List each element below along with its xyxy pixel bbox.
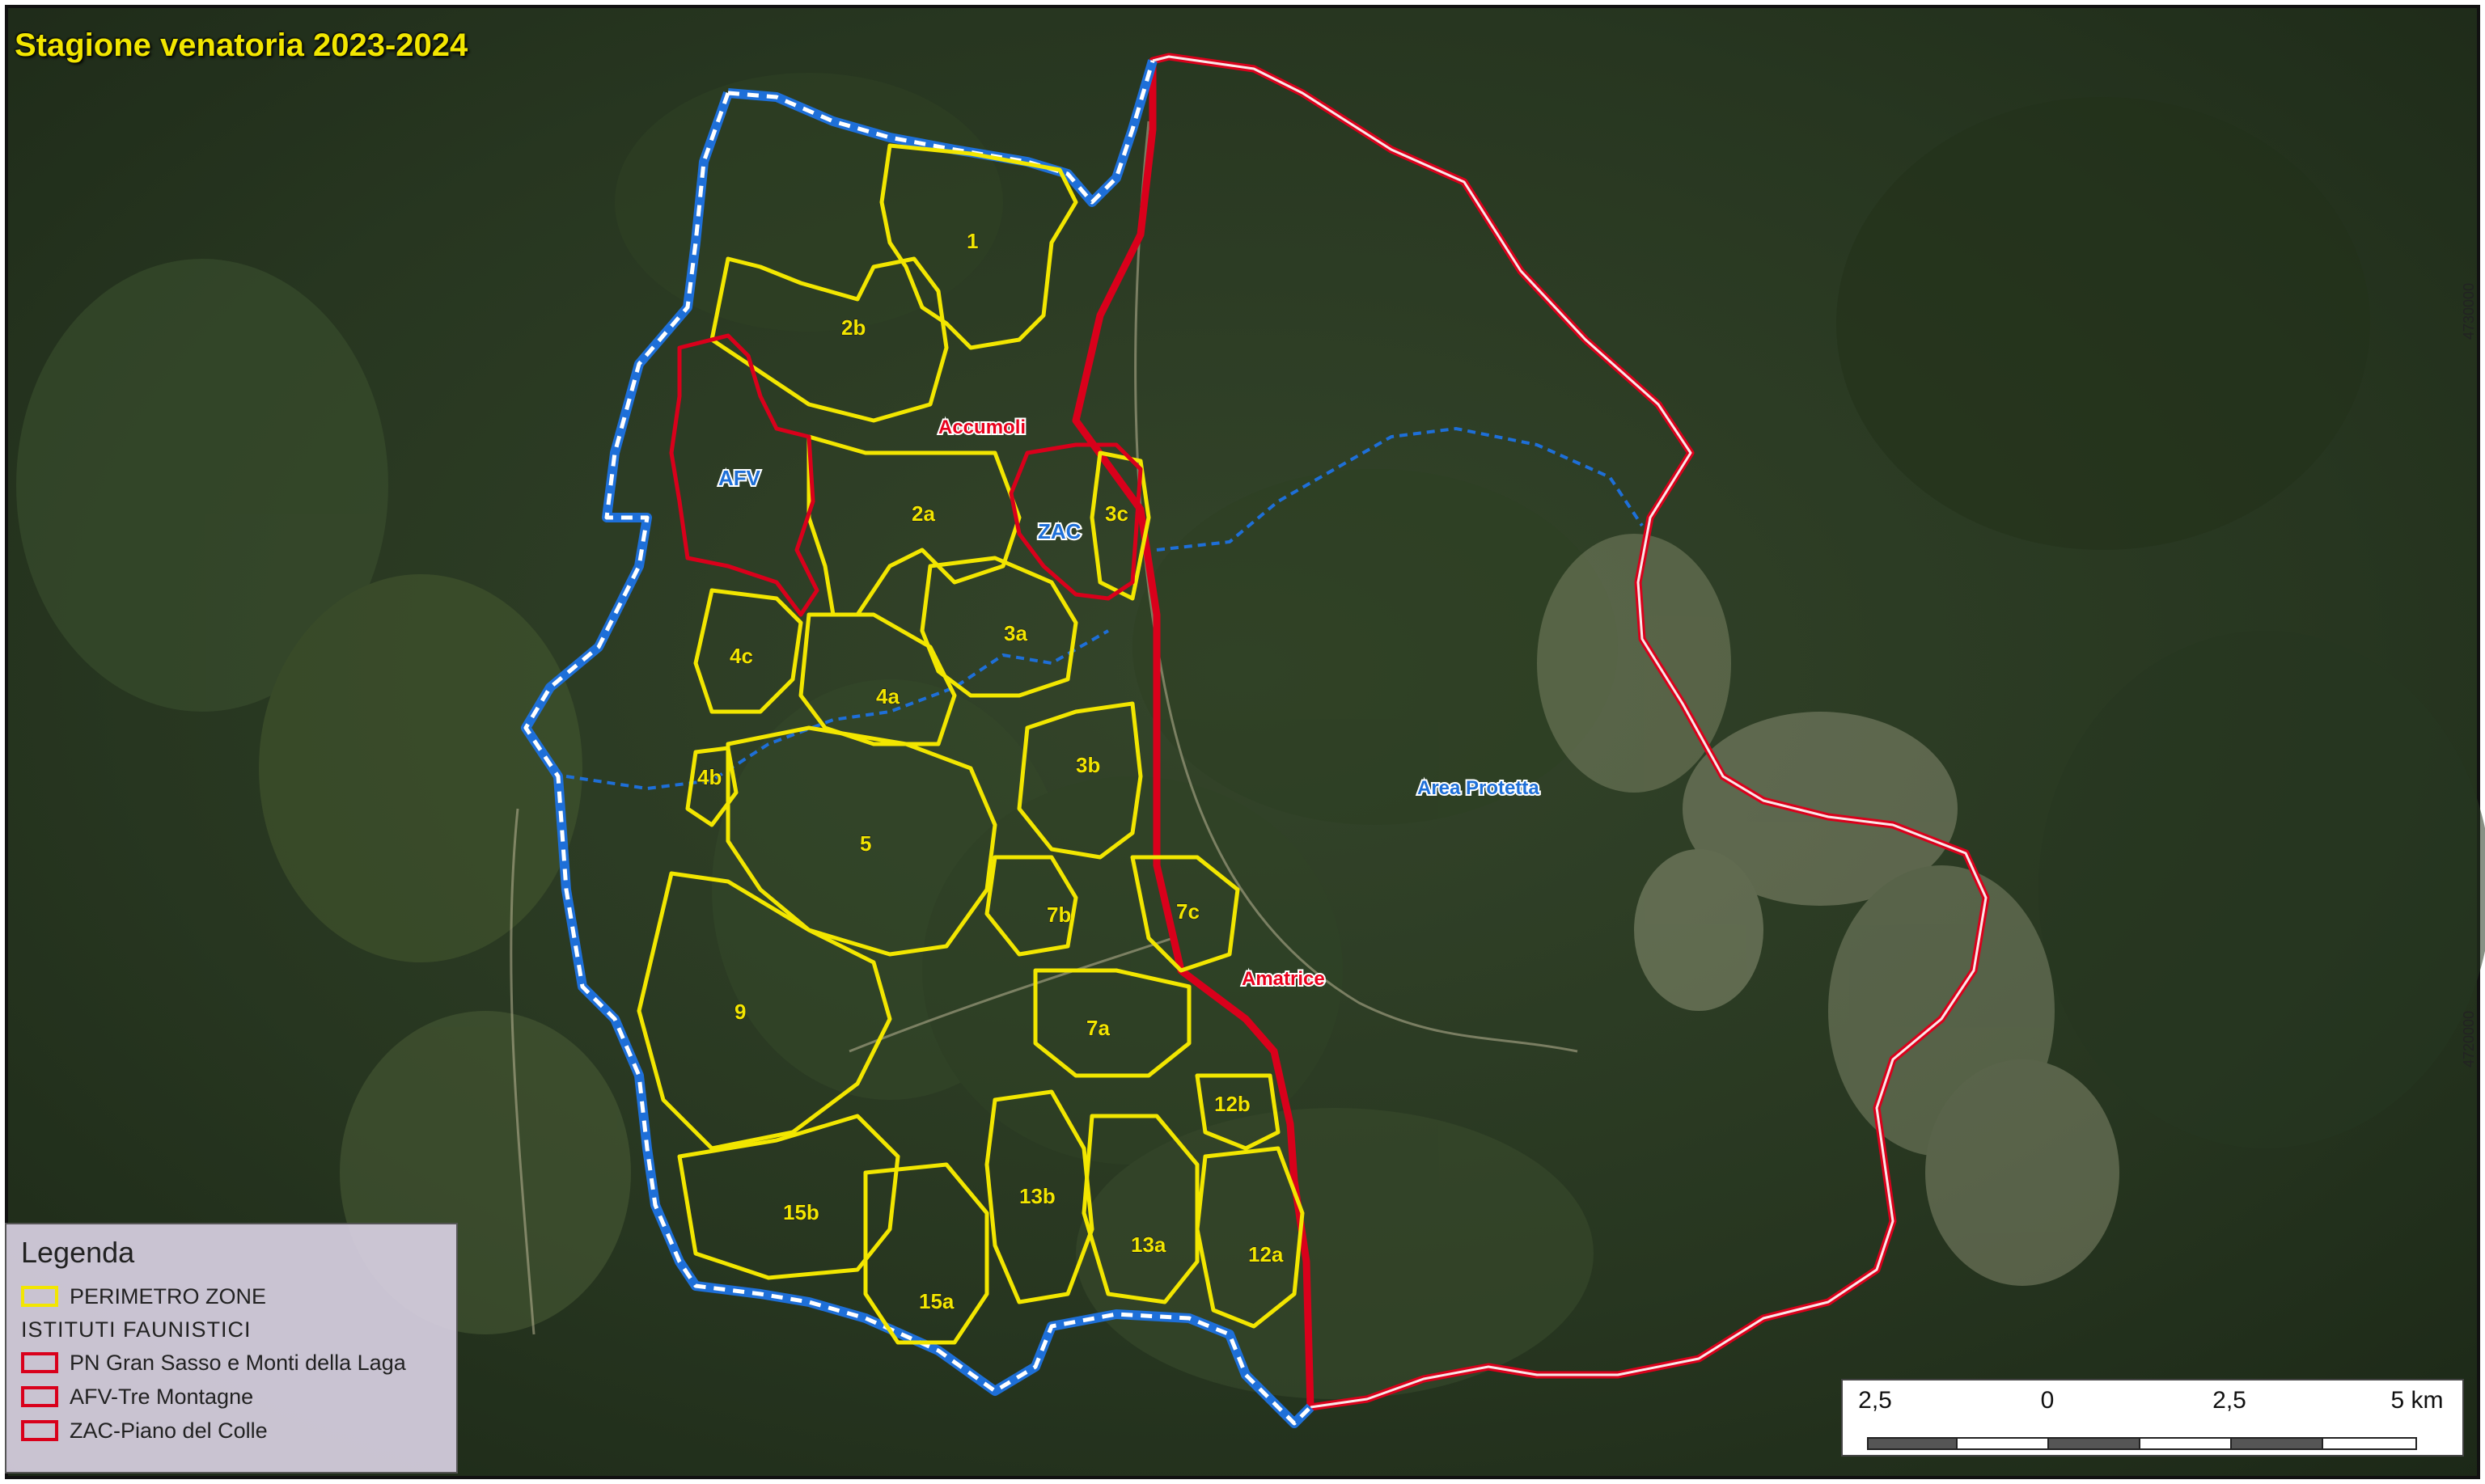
mountain-terrain [1537, 534, 2119, 1286]
legend-label: PN Gran Sasso e Monti della Laga [70, 1350, 406, 1375]
zone-15b-perimeter [677, 1114, 900, 1280]
scale-bar: 2,5 0 2,5 5 km [1841, 1379, 2464, 1457]
amatrice-label: Amatrice [1242, 968, 1325, 990]
zone-7c-perimeter [1130, 855, 1240, 973]
zone-13b-perimeter [984, 1089, 1094, 1304]
zone-1-perimeter [879, 143, 1078, 350]
zone-4b-perimeter [685, 746, 739, 827]
zone-label: 15b [783, 1200, 819, 1224]
scale-segment [2139, 1437, 2232, 1450]
zone-12b-perimeter [1195, 1073, 1281, 1151]
legend-item-zone-perimeter: PERIMETRO ZONE [21, 1279, 442, 1313]
red-swatch-icon [21, 1352, 58, 1373]
zone-4a-perimeter [798, 612, 957, 746]
zone-5-perimeter [726, 725, 997, 957]
legend-label: ZAC-Piano del Colle [70, 1418, 268, 1443]
map-title: Stagione venatoria 2023-2024 [15, 27, 468, 63]
park-boundary-inner [1152, 55, 1988, 1409]
zone-2b-perimeter [709, 256, 949, 423]
zone-label: 4c [730, 644, 753, 668]
protected-area-line-west [565, 629, 1109, 791]
zone-label: 3b [1076, 753, 1100, 777]
zone-label: 2a [912, 501, 935, 526]
legend-title: Legenda [21, 1236, 135, 1269]
legend-heading: ISTITUTI FAUNISTICI [21, 1317, 252, 1342]
zone-7b-perimeter [984, 855, 1078, 957]
legend-item-park: PN Gran Sasso e Monti della Laga [21, 1346, 442, 1380]
scale-tick-label: 0 [2040, 1387, 2055, 1414]
zone-label: 3a [1004, 621, 1027, 645]
zac-label: ZAC [1038, 519, 1082, 543]
zone-label: 4b [697, 765, 722, 789]
zone-label: 3c [1105, 501, 1128, 526]
zone-label: 9 [734, 1000, 746, 1024]
yellow-swatch-icon [21, 1286, 58, 1307]
accumoli-label: Accumoli [938, 416, 1026, 438]
legend-item-zac: ZAC-Piano del Colle [21, 1414, 442, 1448]
zone-label: 1 [967, 229, 978, 253]
scale-segment [1867, 1437, 1958, 1450]
legend-label: AFV-Tre Montagne [70, 1384, 254, 1409]
afv-boundary [669, 333, 819, 617]
roads [510, 120, 1578, 1335]
zac-boundary [1009, 442, 1143, 601]
zone-15a-perimeter [863, 1162, 989, 1345]
coordinate-label: 4720000 [2461, 1011, 2477, 1068]
scale-segment [1956, 1437, 2049, 1450]
scale-segment [2047, 1437, 2140, 1450]
zone-label: 7a [1086, 1016, 1110, 1040]
scale-segment [2230, 1437, 2323, 1450]
zone-9-perimeter [637, 871, 892, 1151]
red-swatch-icon [21, 1420, 58, 1441]
legend-item-afv: AFV-Tre Montagne [21, 1380, 442, 1414]
zone-label: 15a [919, 1289, 955, 1313]
scale-tick-label: 2,5 [1858, 1387, 1892, 1414]
zone-label: 7c [1176, 899, 1200, 924]
zone-label: 4a [876, 684, 900, 708]
scale-segment [2322, 1437, 2417, 1450]
afv-label: AFV [718, 466, 761, 490]
zone-4c-perimeter [693, 588, 803, 714]
scale-tick-label: 5 km [2390, 1387, 2444, 1414]
legend-panel: Legenda PERIMETRO ZONE ISTITUTI FAUNISTI… [5, 1223, 458, 1473]
area-protetta-label: Area Protetta [1417, 777, 1539, 799]
zone-label: 7b [1047, 903, 1071, 927]
map-frame [5, 5, 2480, 1479]
zone-13a-perimeter [1082, 1114, 1200, 1304]
zone-label: 12a [1248, 1242, 1284, 1266]
scale-tick-label: 2,5 [2212, 1387, 2246, 1414]
hunting-zones [637, 143, 1305, 1345]
legend-label: PERIMETRO ZONE [70, 1283, 267, 1309]
zone-label: 13a [1131, 1232, 1166, 1257]
zone-3b-perimeter [1017, 701, 1143, 860]
protected-area-line [1156, 426, 1644, 552]
zone-label: 12b [1214, 1092, 1251, 1116]
red-swatch-icon [21, 1386, 58, 1407]
zone-12a-perimeter [1195, 1146, 1305, 1329]
zone-3c-perimeter [1090, 450, 1151, 601]
zone-7a-perimeter [1033, 968, 1192, 1078]
zone-label: 13b [1019, 1184, 1056, 1208]
territory-boundary-dash [523, 60, 1312, 1426]
coordinate-label: 4730000 [2461, 283, 2477, 340]
zone-label: 5 [860, 831, 871, 856]
zone-label: 2b [841, 315, 866, 340]
